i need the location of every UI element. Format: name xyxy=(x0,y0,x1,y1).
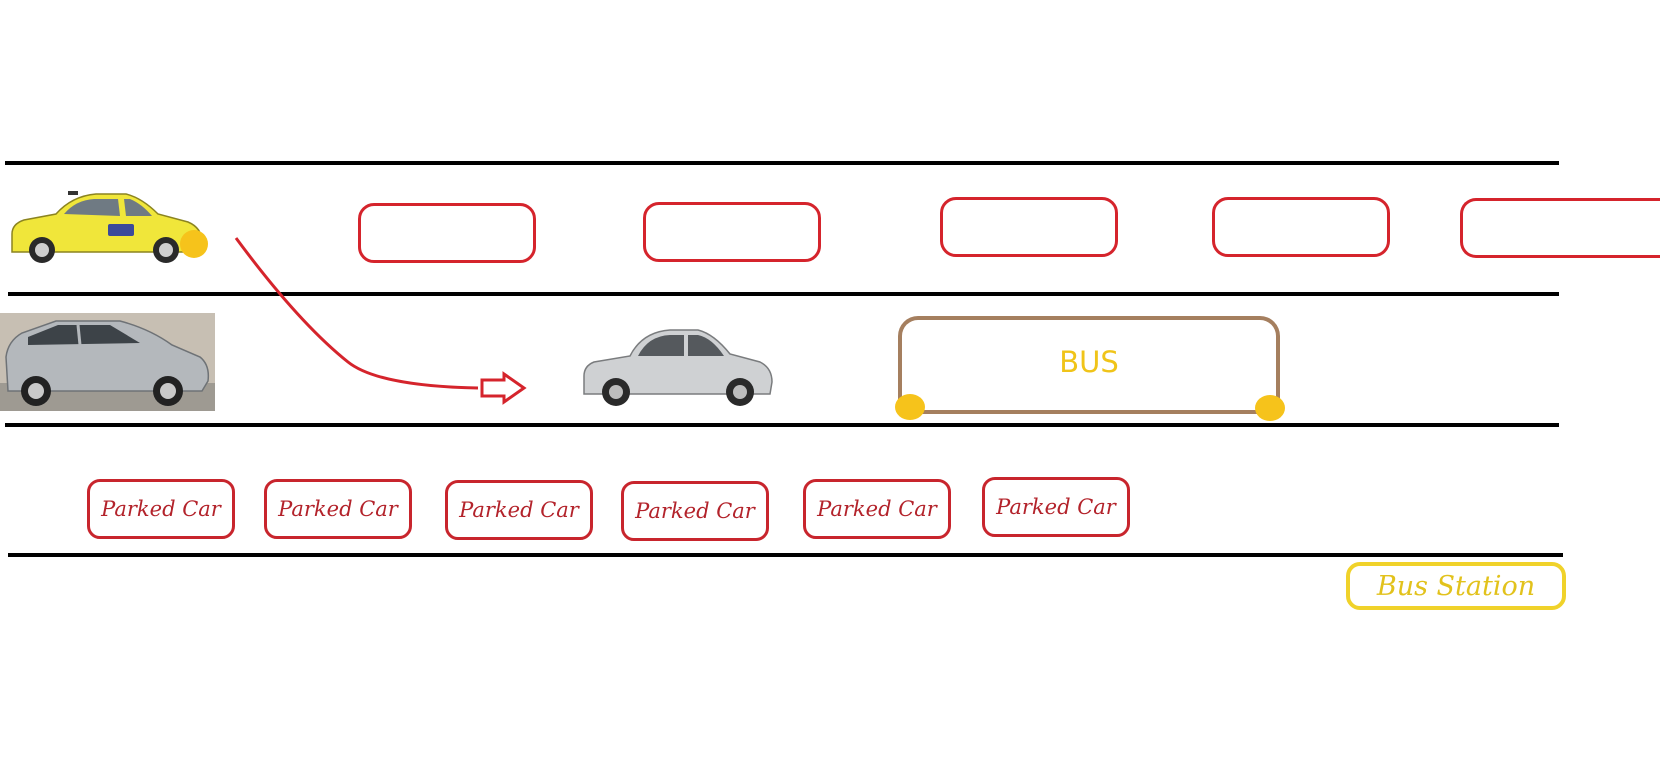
bus-wheel-rear xyxy=(1255,395,1285,421)
parked-car: Parked Car xyxy=(803,479,951,539)
parked-car: Parked Car xyxy=(621,481,769,541)
bus-outline xyxy=(898,316,1280,414)
maneuver-arrow-icon xyxy=(234,237,527,405)
traffic-car xyxy=(358,203,536,263)
traffic-car xyxy=(643,202,821,262)
taxi-icon xyxy=(11,191,208,263)
parked-car: Parked Car xyxy=(445,480,593,540)
lane-line-upper-middle xyxy=(8,292,1559,296)
parked-car: Parked Car xyxy=(982,477,1130,537)
traffic-car xyxy=(1460,198,1660,258)
traffic-car xyxy=(940,197,1118,257)
bus-wheel-front xyxy=(895,394,925,420)
parked-car: Parked Car xyxy=(87,479,235,539)
bus-base xyxy=(898,410,1280,414)
bus-station: Bus Station xyxy=(1346,562,1566,610)
lane-line-top xyxy=(5,161,1559,165)
bus-label: BUS xyxy=(1059,345,1119,379)
lane-line-lower-middle xyxy=(5,423,1559,427)
traffic-car xyxy=(1212,197,1390,257)
lane-line-bottom xyxy=(8,553,1563,557)
parked-car: Parked Car xyxy=(264,479,412,539)
silver-sedan-icon xyxy=(583,329,773,406)
silver-hatchback-icon xyxy=(0,313,215,411)
